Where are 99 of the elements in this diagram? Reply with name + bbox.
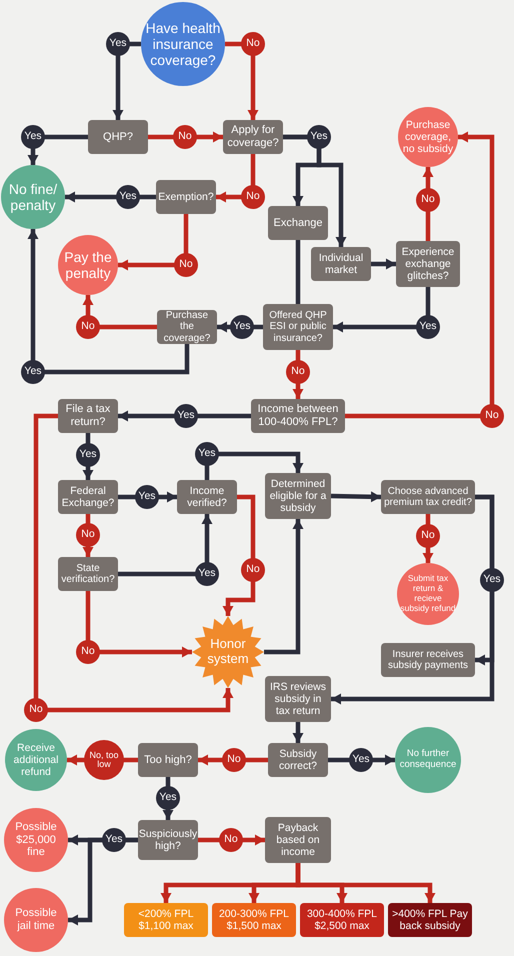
process-box: Purchase the coverage? xyxy=(157,310,217,344)
arrow xyxy=(82,433,94,480)
edge-label: No xyxy=(76,315,100,339)
edge-label: Yes xyxy=(135,485,159,509)
edge-label: No xyxy=(480,404,504,428)
outcome-circle: Receive additional refund xyxy=(5,729,67,791)
arrow xyxy=(333,287,430,332)
payback-box: <200% FPL $1,100 max xyxy=(124,903,208,937)
edge-label: Yes xyxy=(116,185,140,209)
question-circle: Have health insurance coverage? xyxy=(141,2,225,86)
arrow xyxy=(118,410,251,422)
edge-label: No xyxy=(76,523,100,547)
process-box: Experience exchange glitches? xyxy=(396,241,460,287)
edge-label: No xyxy=(76,640,100,664)
process-box: IRS reviews subsidy in tax return xyxy=(265,676,331,722)
arrow xyxy=(112,42,141,120)
edge-label: Yes xyxy=(195,442,219,466)
arrow xyxy=(86,591,192,658)
edge-label: No xyxy=(241,185,265,209)
payback-box: 300-400% FPL $2,500 max xyxy=(300,903,384,937)
edge-label: No xyxy=(286,360,310,384)
arrow xyxy=(34,414,234,712)
payback-box: 200-300% FPL $1,500 max xyxy=(212,903,296,937)
edge-label: No xyxy=(174,253,198,277)
payback-box: >400% FPL Pay back subsidy xyxy=(388,903,472,937)
connector-line xyxy=(296,240,300,304)
arrow xyxy=(216,154,256,202)
edge-label: Yes xyxy=(156,786,180,810)
edge-label: Yes xyxy=(102,828,126,852)
edge-label: No xyxy=(219,828,243,852)
edge-label: Yes xyxy=(21,125,45,149)
outcome-circle: Pay the penalty xyxy=(58,235,118,295)
edge-label: Yes xyxy=(230,315,254,339)
edge-label: Yes xyxy=(349,748,373,772)
arrow xyxy=(371,258,396,270)
process-box: Federal Exchange? xyxy=(58,480,118,514)
process-box: Offered QHP ESI or public insurance? xyxy=(263,304,333,350)
arrow xyxy=(292,350,304,399)
arrow xyxy=(222,494,256,616)
edge-label: No xyxy=(416,188,440,212)
arrow xyxy=(330,491,382,502)
edge-label: Yes xyxy=(307,125,331,149)
process-box: State verification? xyxy=(58,557,118,591)
process-box: Insurer receives subsidy payments xyxy=(381,643,475,677)
edge-label: No xyxy=(241,558,265,582)
process-box: Income verified? xyxy=(177,480,237,514)
edge-label: Yes xyxy=(480,568,504,592)
process-box: Exchange xyxy=(268,206,328,240)
outcome-circle: No fine/ penalty xyxy=(1,165,65,229)
edge-label: No xyxy=(173,125,197,149)
arrow xyxy=(331,494,494,704)
arrow xyxy=(345,132,494,418)
outcome-circle: No further consequence xyxy=(395,727,461,793)
edge-label: Yes xyxy=(21,360,45,384)
arrow xyxy=(82,514,94,557)
process-box: Exemption? xyxy=(156,180,216,214)
process-box: Too high? xyxy=(138,743,198,777)
arrow xyxy=(422,167,434,241)
arrow xyxy=(292,722,304,743)
edge-label: No xyxy=(241,32,265,56)
edge-label: Yes xyxy=(195,562,219,586)
arrow xyxy=(28,229,190,374)
arrow xyxy=(68,838,138,926)
process-box: Payback based on income xyxy=(265,817,331,863)
edge-label: Yes xyxy=(106,32,130,56)
edge-label: No xyxy=(416,524,440,548)
arrow xyxy=(82,295,157,330)
process-box: Individual market xyxy=(311,247,371,281)
arrow xyxy=(162,777,174,820)
process-box: Apply for coverage? xyxy=(223,120,283,154)
edge-label: No xyxy=(24,698,48,722)
edge-label: No, too low xyxy=(84,740,124,780)
arrow xyxy=(118,514,212,576)
arrow xyxy=(422,514,434,563)
edge-label: Yes xyxy=(174,404,198,428)
process-box: Suspiciously high? xyxy=(138,820,198,860)
arrow xyxy=(118,492,177,502)
process-box: QHP? xyxy=(88,120,148,154)
arrow xyxy=(296,863,436,903)
edge-label: No xyxy=(222,748,246,772)
outcome-circle: Possible jail time xyxy=(4,888,68,952)
arrow xyxy=(118,214,188,270)
starburst: Honor system xyxy=(192,616,264,688)
edge-label: Yes xyxy=(416,315,440,339)
outcome-circle: Submit tax return & recieve subsidy refund xyxy=(397,563,459,625)
process-box: Income between 100-400% FPL? xyxy=(251,399,345,433)
arrow xyxy=(217,322,263,332)
process-box: Subsidy correct? xyxy=(268,743,328,777)
process-box: Determined eligible for a subsidy xyxy=(265,473,331,519)
arrow xyxy=(283,134,346,247)
process-box: File a tax return? xyxy=(58,399,118,433)
edge-label: Yes xyxy=(76,443,100,467)
outcome-circle: Possible $25,000 fine xyxy=(4,808,68,872)
arrow xyxy=(65,192,156,202)
arrow xyxy=(204,452,304,480)
arrow xyxy=(28,134,88,165)
process-box: Choose advanced premium tax credit? xyxy=(381,480,475,514)
arrow xyxy=(264,519,304,654)
outcome-circle: Purchase coverage, no subsidy xyxy=(398,107,458,167)
